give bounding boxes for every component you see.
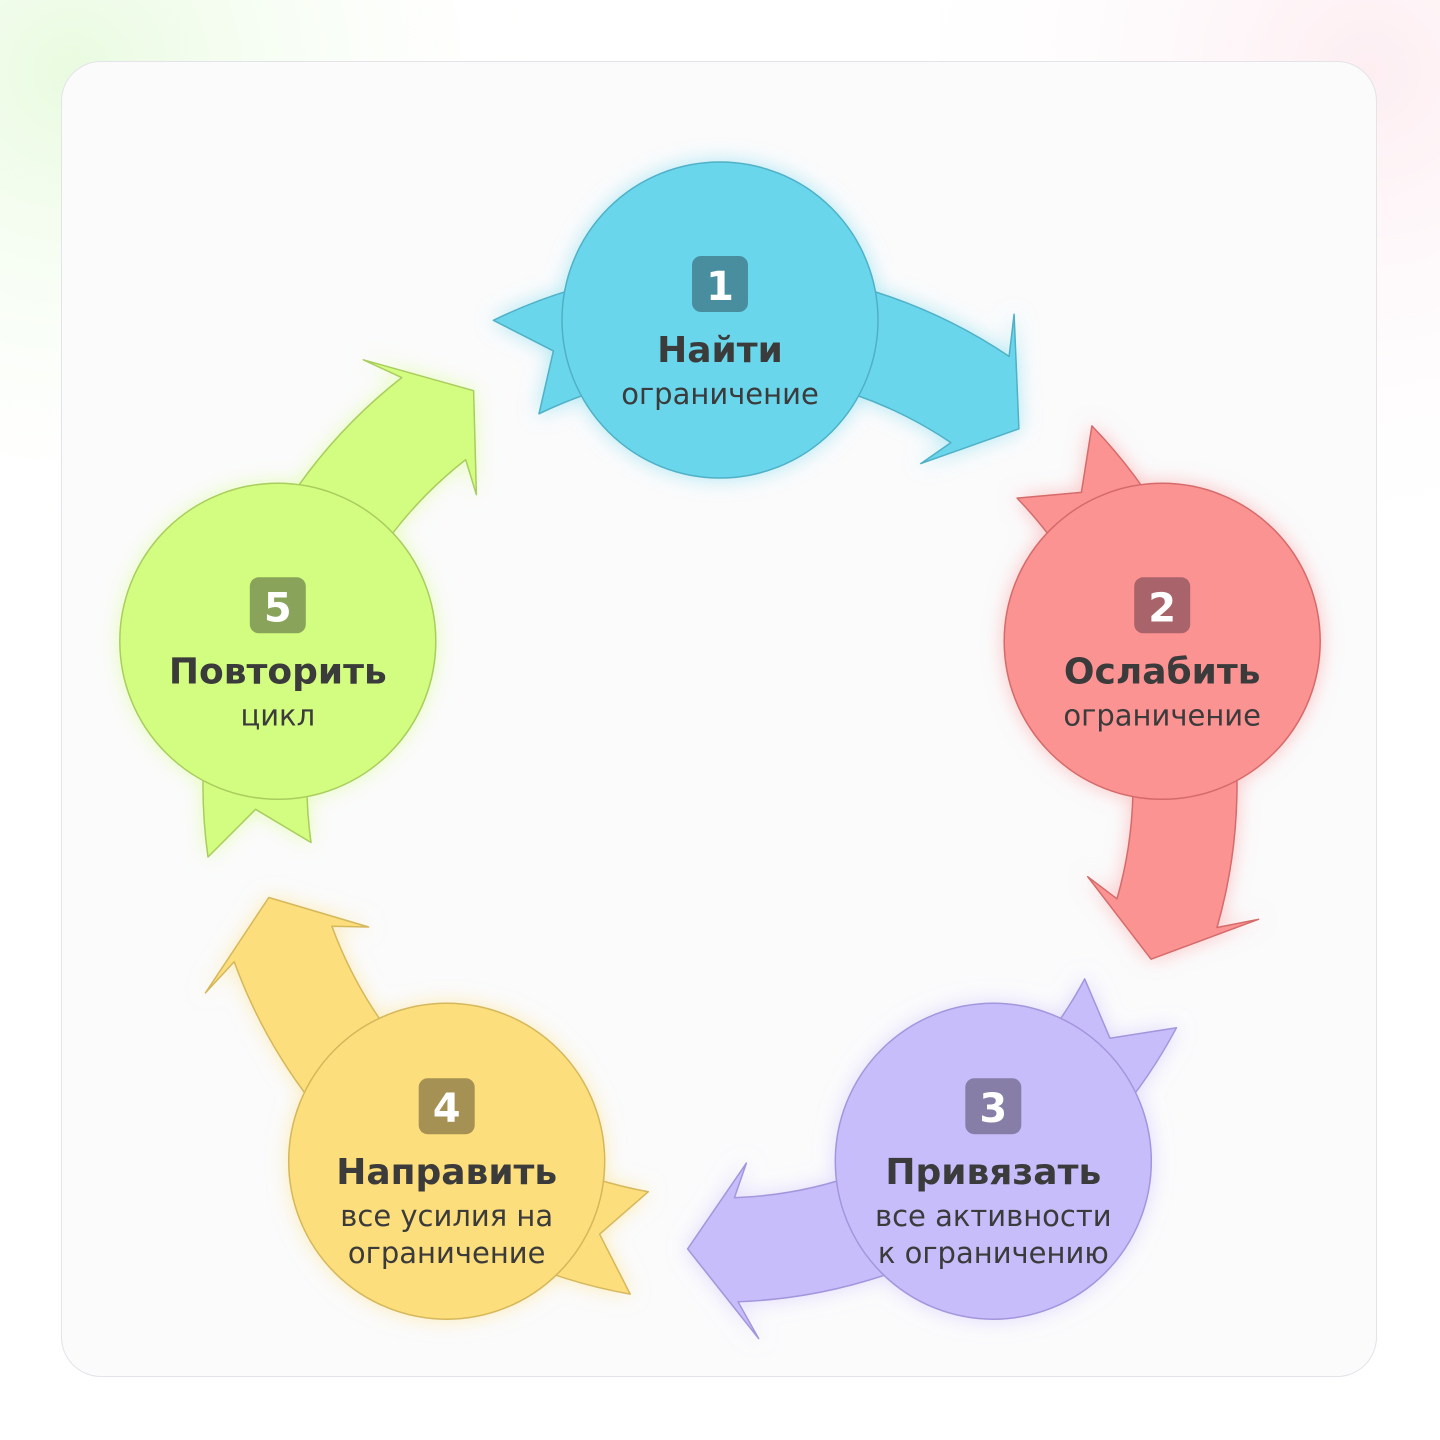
- step-subtitle-line: все усилия на: [340, 1199, 553, 1233]
- step-title: Направить: [336, 1152, 557, 1193]
- step-number-badge: [418, 1078, 475, 1135]
- step-number: 3: [979, 1086, 1007, 1132]
- step-circle-fill: [121, 484, 435, 798]
- step-title: Ослабить: [1064, 651, 1261, 692]
- step-subtitle-line: к ограничению: [878, 1236, 1109, 1270]
- step-subtitle-line: все активности: [875, 1199, 1112, 1233]
- step-title: Привязать: [885, 1152, 1101, 1193]
- step-subtitle-line: цикл: [240, 698, 315, 732]
- step-number: 5: [264, 585, 292, 631]
- step-number: 1: [706, 264, 734, 310]
- step-number-badge: [1134, 577, 1191, 634]
- step-number: 2: [1148, 585, 1176, 631]
- step-subtitle-line: ограничение: [1063, 698, 1261, 732]
- step-number-badge: [965, 1078, 1022, 1135]
- step-number: 4: [433, 1086, 461, 1132]
- step-title: Повторить: [169, 651, 387, 692]
- step-title: Найти: [657, 330, 783, 371]
- step-number-badge: [249, 577, 306, 634]
- step-number-badge: [692, 256, 748, 312]
- step-circle-fill: [563, 163, 877, 477]
- step-subtitle-line: ограничение: [621, 377, 819, 411]
- step-circle-fill: [290, 1004, 604, 1318]
- step-subtitle-line: ограничение: [348, 1236, 546, 1270]
- step-circle-fill: [1005, 484, 1319, 798]
- step-circle-fill: [836, 1004, 1150, 1318]
